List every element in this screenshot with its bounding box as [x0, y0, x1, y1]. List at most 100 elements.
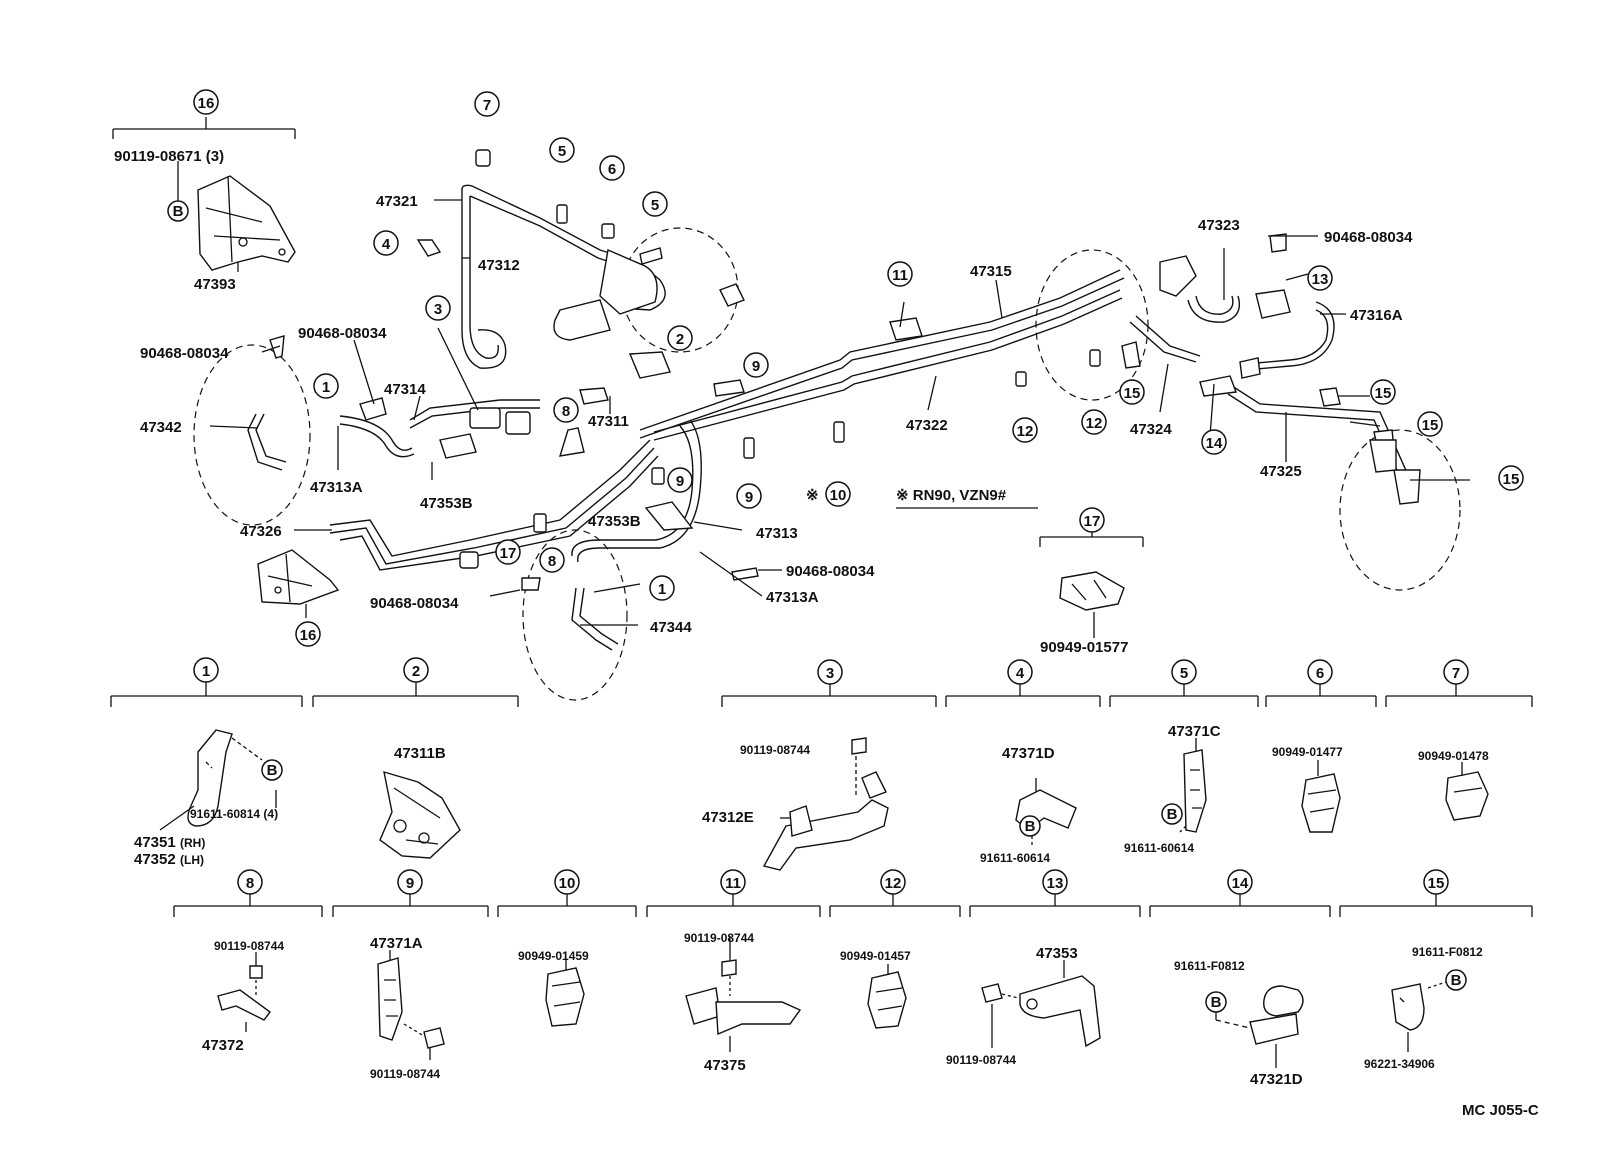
label-g5-bolt: 91611-60614	[1124, 841, 1194, 855]
label-g14-bolt: 91611-F0812	[1174, 959, 1245, 973]
group-part-shapes	[159, 729, 1489, 1068]
svg-text:1: 1	[202, 663, 210, 680]
svg-text:4: 4	[1016, 665, 1025, 682]
label-90468-08034-a: 90468-08034	[298, 325, 387, 342]
svg-text:8: 8	[562, 403, 570, 420]
svg-text:5: 5	[558, 143, 566, 160]
bracket-16-lower	[257, 549, 340, 618]
bolt-marker-g4: B	[1019, 815, 1041, 837]
label-96221-34906: 96221-34906	[1364, 1057, 1435, 1071]
callout-5-group: 5	[1171, 659, 1197, 685]
svg-text:16: 16	[300, 627, 317, 644]
callout-4-top: 4	[373, 230, 399, 256]
svg-text:3: 3	[826, 665, 834, 682]
callout-7-top: 7	[474, 91, 500, 117]
callout-1-b: 1	[649, 575, 675, 601]
svg-text:10: 10	[830, 487, 847, 504]
callout-3-group: 3	[817, 659, 843, 685]
callout-15-group: 15	[1423, 869, 1449, 895]
bolt-marker-g14: B	[1205, 991, 1227, 1013]
bolt-marker-g1: B	[261, 759, 283, 781]
label-47372: 47372	[202, 1037, 244, 1054]
callout-10: 10	[825, 481, 851, 507]
svg-text:9: 9	[745, 489, 753, 506]
callout-8-group: 8	[237, 869, 263, 895]
svg-text:9: 9	[752, 358, 760, 375]
label-47313A-b: 47313A	[766, 589, 819, 606]
group-brackets-bottom	[110, 682, 1533, 917]
label-90119-08671: 90119-08671 (3)	[114, 148, 224, 165]
callout-6-group: 6	[1307, 659, 1333, 685]
label-90468-08034-c: 90468-08034	[786, 563, 875, 580]
callout-9-group: 9	[397, 869, 423, 895]
svg-text:B: B	[173, 203, 184, 220]
note-rn90-vzn9: ※ RN90, VZN9#	[896, 487, 1007, 504]
svg-text:17: 17	[500, 545, 517, 562]
label-90949-01457: 90949-01457	[840, 949, 911, 963]
callout-15-b: 15	[1370, 379, 1396, 405]
group-part-labels: 91611-60814 (4) 47351 (RH) 47352 (LH) 47…	[134, 723, 1489, 1088]
svg-text:2: 2	[412, 663, 420, 680]
label-g15-bolt: 91611-F0812	[1412, 945, 1483, 959]
main-part-labels: 90119-08671 (3) 47393 47321 47312 90468-…	[114, 148, 1413, 656]
label-47344: 47344	[650, 619, 692, 636]
svg-text:B: B	[1451, 972, 1462, 989]
svg-text:8: 8	[246, 875, 254, 892]
svg-text:12: 12	[1017, 423, 1034, 440]
label-47371C: 47371C	[1168, 723, 1221, 740]
callout-15-c: 15	[1417, 411, 1443, 437]
callout-12-group: 12	[880, 869, 906, 895]
svg-text:7: 7	[1452, 665, 1460, 682]
label-47313: 47313	[756, 525, 798, 542]
label-g3-bolt: 90119-08744	[740, 743, 810, 757]
label-47316A: 47316A	[1350, 307, 1403, 324]
bracket-47393	[197, 175, 296, 272]
callout-14-group: 14	[1227, 869, 1253, 895]
label-47325: 47325	[1260, 463, 1302, 480]
svg-text:15: 15	[1375, 385, 1392, 402]
bolt-marker-g5: B	[1161, 803, 1183, 825]
callout-9-b: 9	[667, 467, 693, 493]
group-bracket-17	[1039, 525, 1144, 547]
svg-text:10: 10	[559, 875, 576, 892]
svg-text:14: 14	[1232, 875, 1249, 892]
callout-7-group: 7	[1443, 659, 1469, 685]
leaders-main	[209, 199, 1470, 626]
label-47321: 47321	[376, 193, 418, 210]
svg-text:6: 6	[608, 161, 616, 178]
label-g4-bolt: 91611-60614	[980, 851, 1050, 865]
label-g8-bolt: 90119-08744	[214, 939, 284, 953]
svg-text:15: 15	[1124, 385, 1141, 402]
svg-text:13: 13	[1312, 271, 1329, 288]
callout-5-a: 5	[549, 137, 575, 163]
bolt-marker-16: B	[167, 200, 189, 222]
callout-1-a: 1	[313, 373, 339, 399]
label-47313A-a: 47313A	[310, 479, 363, 496]
callout-10-group: 10	[554, 869, 580, 895]
label-47315: 47315	[970, 263, 1012, 280]
label-90468-08034-b: 90468-08034	[140, 345, 229, 362]
svg-text:15: 15	[1428, 875, 1445, 892]
label-47312E: 47312E	[702, 809, 754, 826]
label-g13-bolt: 90119-08744	[946, 1053, 1016, 1067]
callout-1-group: 1	[193, 657, 219, 683]
svg-text:11: 11	[725, 875, 741, 892]
callout-6-top: 6	[599, 155, 625, 181]
callout-3-top: 3	[425, 295, 451, 321]
label-90949-01477: 90949-01477	[1272, 745, 1343, 759]
callout-2-top: 2	[667, 325, 693, 351]
label-47351-side: (RH)	[180, 836, 205, 850]
callout-circles: 16 7 5 6 5 4 3 2 1 9 8 9 9 10 ※ 11 12 12…	[193, 89, 1524, 895]
callout-16-lower: 16	[295, 621, 321, 647]
svg-text:11: 11	[892, 267, 908, 284]
diagram-code: MC J055-C	[1462, 1102, 1539, 1119]
label-47352-side: (LH)	[180, 853, 204, 867]
fittings	[269, 149, 1421, 591]
callout-2-group: 2	[403, 657, 429, 683]
svg-text:12: 12	[1086, 415, 1103, 432]
label-47324: 47324	[1130, 421, 1172, 438]
callout-9-c: 9	[736, 483, 762, 509]
label-47353: 47353	[1036, 945, 1078, 962]
callout-13-top: 13	[1307, 265, 1333, 291]
